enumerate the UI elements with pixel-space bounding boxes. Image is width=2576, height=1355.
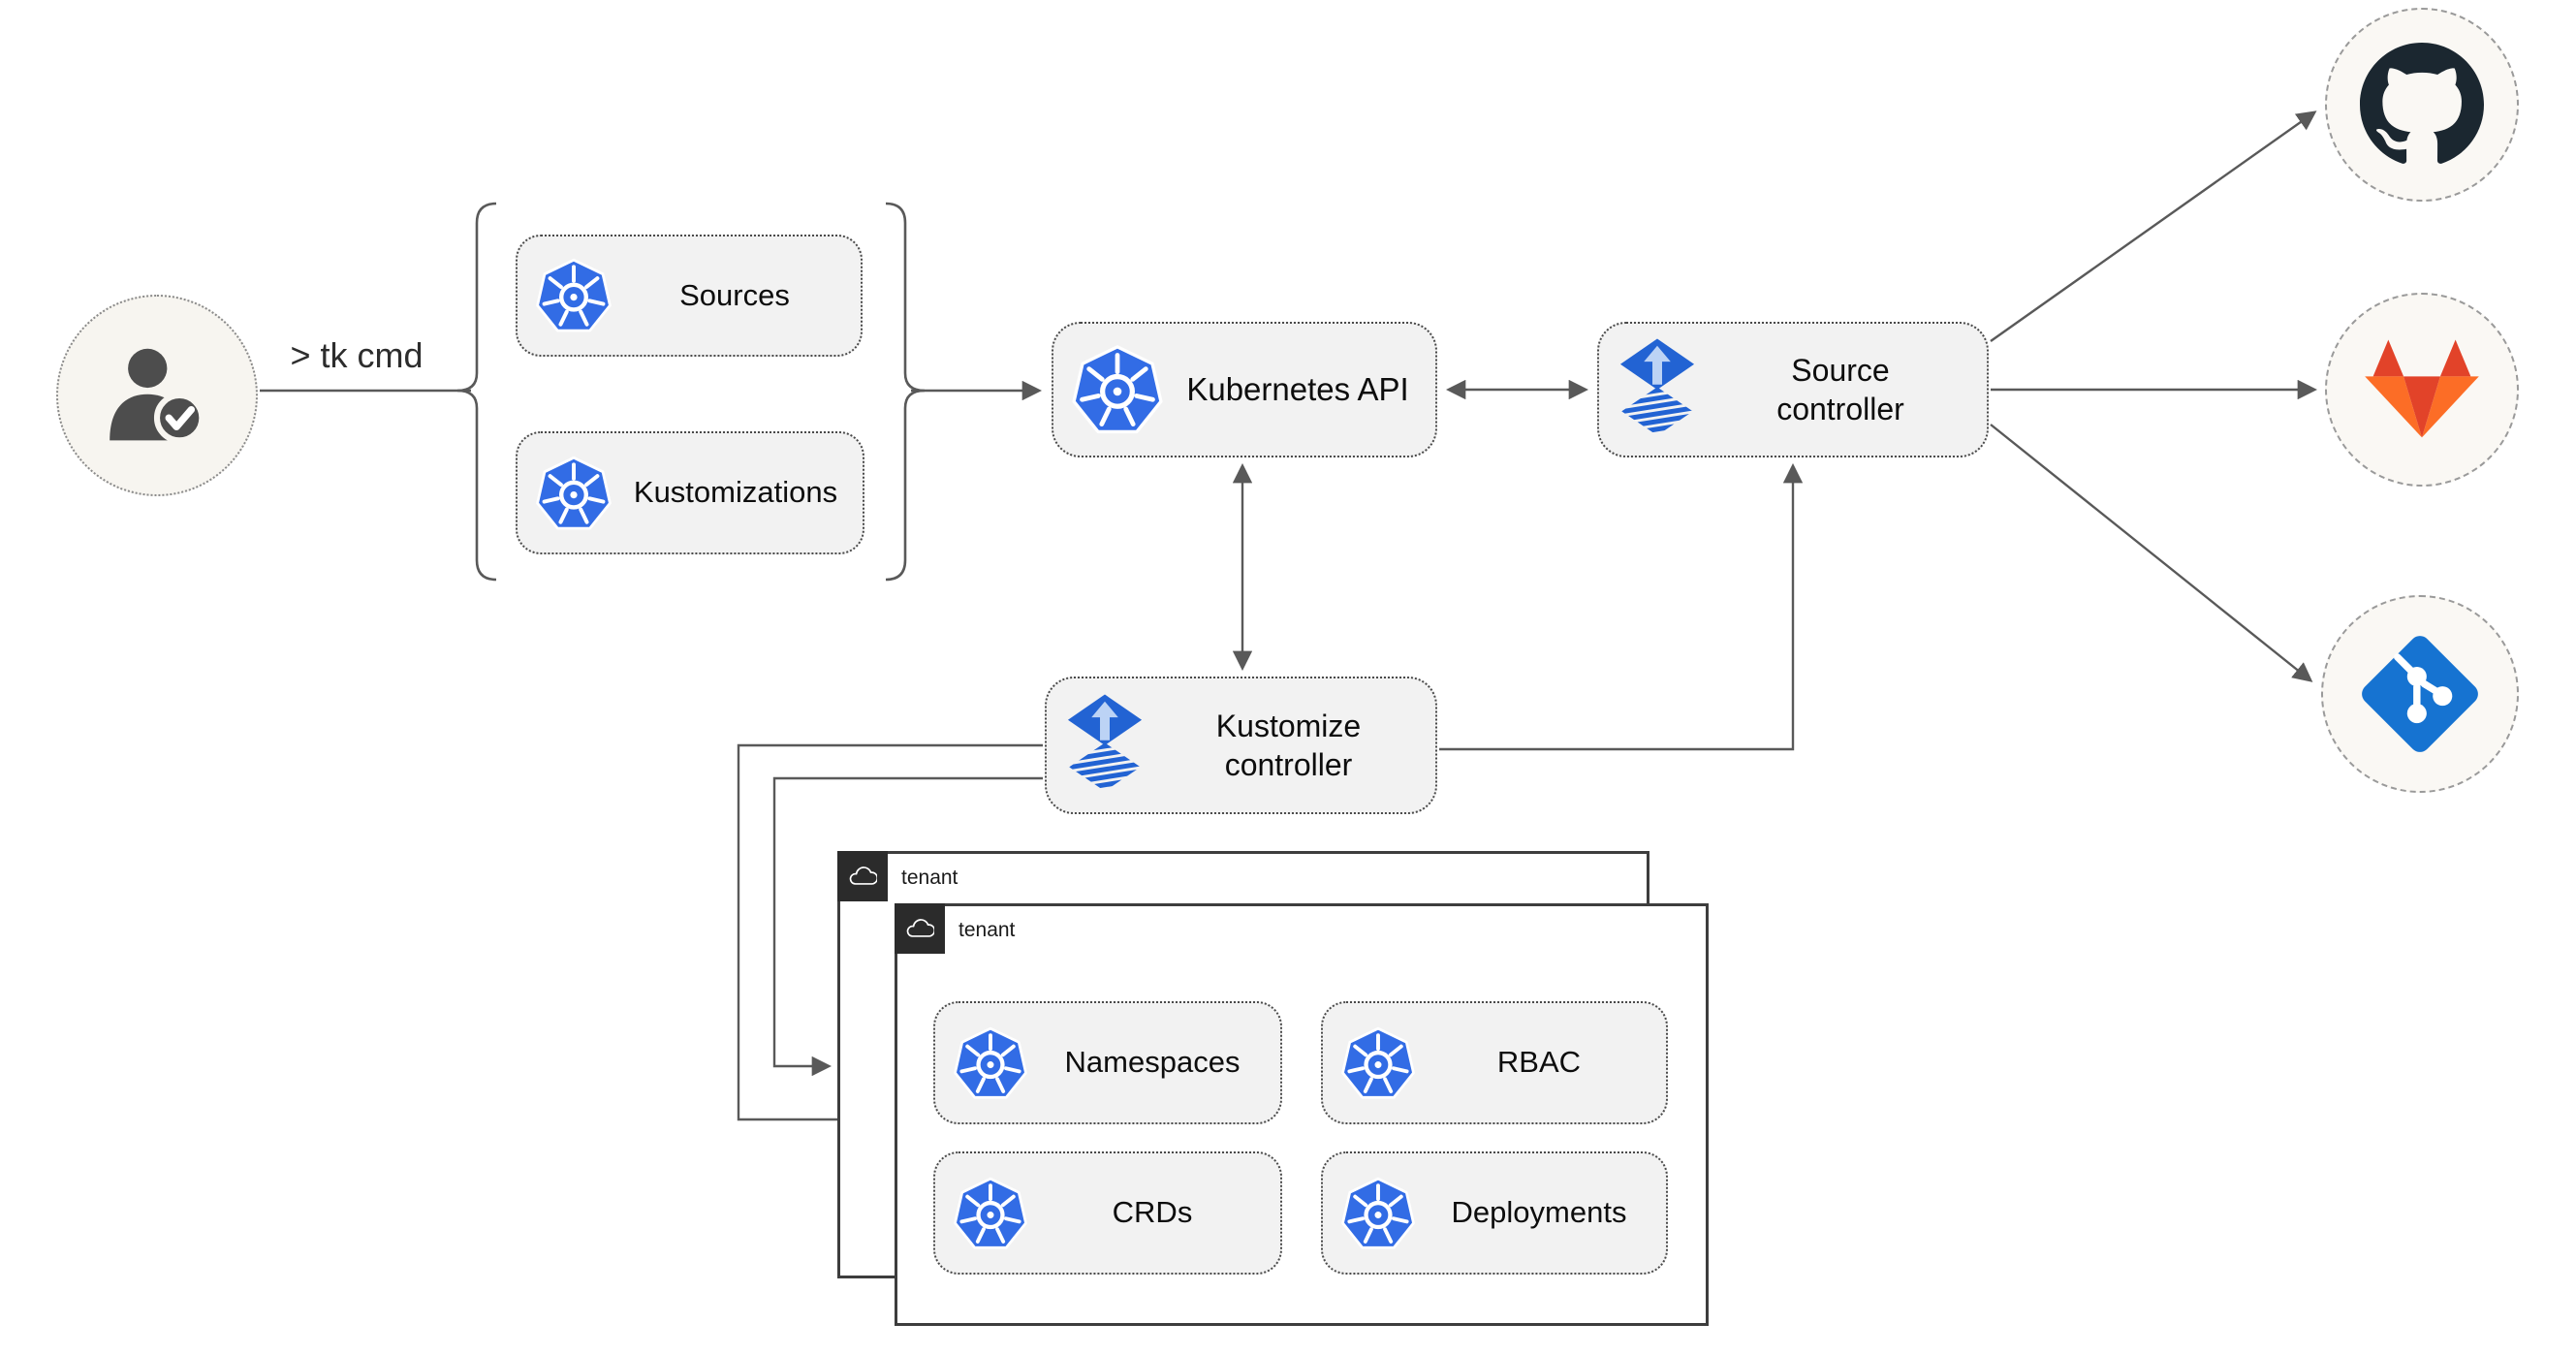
tenant-tab (837, 851, 888, 901)
bracket-left (456, 202, 497, 582)
tenant-label: tenant (958, 918, 1016, 941)
git-node (2321, 595, 2519, 793)
node-label-namespaces: Namespaces (1064, 1045, 1241, 1080)
tenant-tab (895, 903, 945, 954)
user-check-icon (98, 336, 216, 455)
node-label-crds: CRDs (1112, 1195, 1193, 1230)
gitlab-node (2325, 293, 2519, 487)
user-avatar (56, 295, 258, 496)
github-icon (2360, 43, 2484, 167)
gitlab-icon (2361, 333, 2483, 446)
cloud-icon (848, 866, 877, 887)
command-label: > tk cmd (290, 335, 424, 375)
kubernetes-icon (1340, 1026, 1416, 1100)
kubernetes-icon (535, 456, 613, 531)
kubernetes-icon (1340, 1177, 1416, 1250)
node-label-sources: Sources (679, 277, 790, 312)
node-kustomizations: Kustomizations (516, 431, 864, 554)
tenant-label: tenant (901, 866, 958, 889)
node-sources: Sources (516, 235, 863, 357)
edge-source-to-github (1990, 110, 2317, 342)
tenant-box-front: tenant Namespaces (895, 903, 1709, 1326)
node-label-source-controller: Source controller (1776, 353, 1904, 426)
edge-kustomize-to-source (1439, 462, 1804, 751)
bracket-right (885, 202, 926, 582)
node-label-deployments: Deployments (1451, 1195, 1627, 1230)
node-rbac: RBAC (1321, 1001, 1668, 1124)
github-node (2325, 8, 2519, 202)
flux-icon (1617, 336, 1698, 443)
kubernetes-icon (953, 1026, 1028, 1100)
kubernetes-icon (535, 258, 613, 333)
kubernetes-icon (953, 1177, 1028, 1250)
cloud-icon (905, 918, 934, 939)
edge-source-to-git (1990, 424, 2313, 682)
kubernetes-icon (1071, 344, 1164, 435)
node-kustomize-controller: Kustomize controller (1045, 677, 1437, 814)
node-label-kubernetes-api: Kubernetes API (1186, 371, 1409, 408)
node-crds: CRDs (933, 1151, 1282, 1275)
node-label-kustomize-controller: Kustomize controller (1215, 709, 1362, 782)
node-label-kustomizations: Kustomizations (633, 475, 838, 510)
node-namespaces: Namespaces (933, 1001, 1282, 1124)
flux-icon (1064, 692, 1146, 799)
node-deployments: Deployments (1321, 1151, 1668, 1275)
node-kubernetes-api: Kubernetes API (1052, 322, 1437, 457)
node-source-controller: Source controller (1597, 322, 1989, 457)
git-icon (2348, 622, 2492, 766)
node-label-rbac: RBAC (1496, 1045, 1582, 1080)
